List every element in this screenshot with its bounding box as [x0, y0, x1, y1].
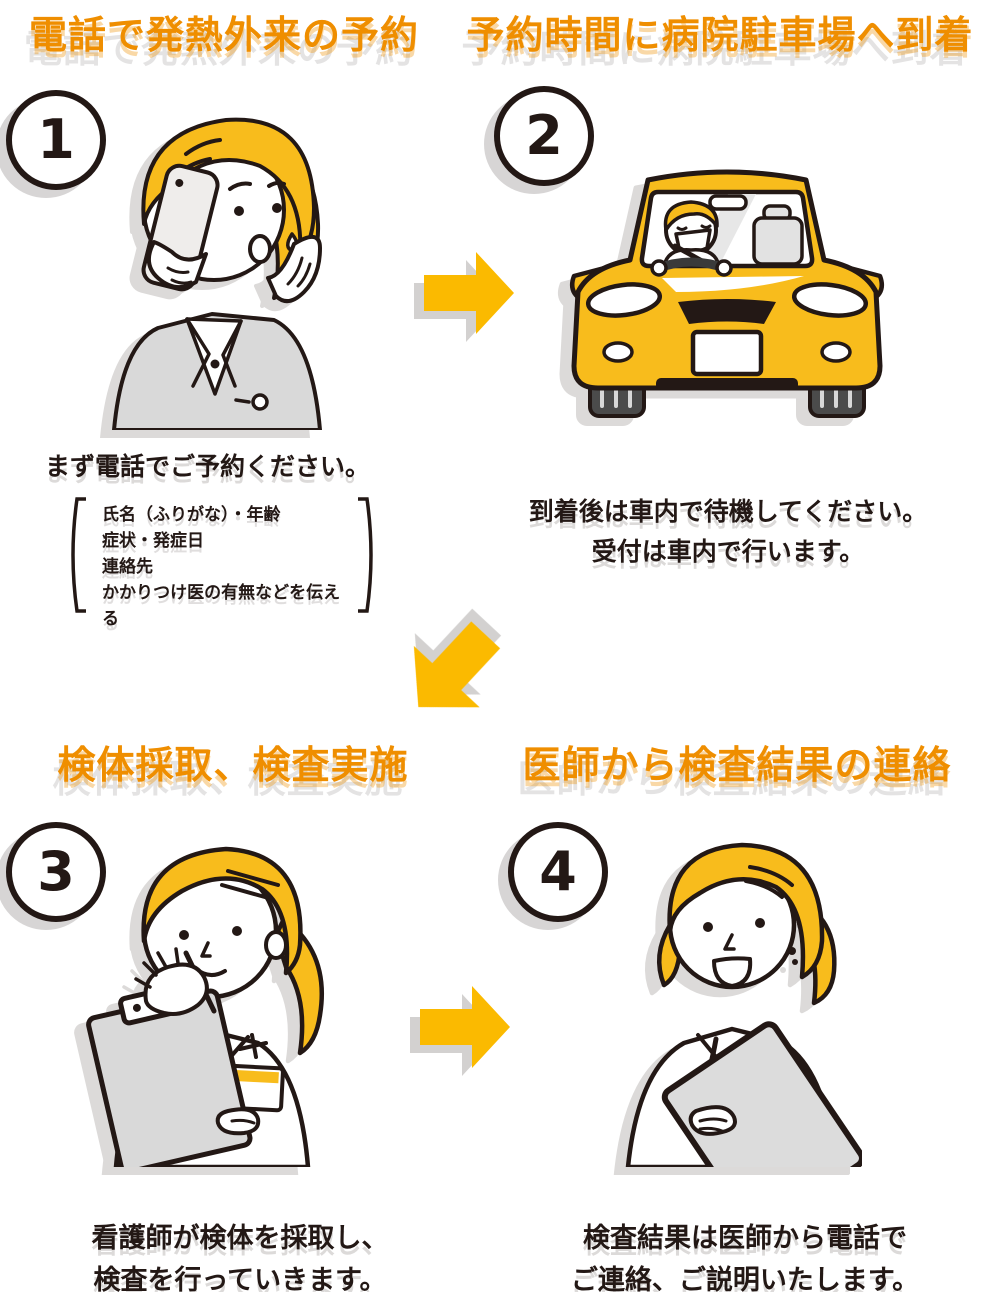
step-1-description: まず電話でご予約ください。: [45, 452, 371, 481]
step-2-title: 予約時間に病院駐車場へ到着: [466, 13, 974, 57]
step-4-title: 医師から検査結果の連絡: [522, 743, 952, 787]
step-2-description-line1: 到着後は車内で待機してください。: [528, 497, 928, 526]
step-2-number: 2: [525, 104, 563, 167]
step-3-description: 看護師が検体を採取し、 検査を行っていきます。: [50, 1218, 430, 1292]
woman-calling-icon: [112, 117, 322, 430]
step-3-number: 3: [37, 840, 75, 903]
list-item: 症状・発症日: [102, 531, 204, 551]
car-driver-icon: [570, 169, 884, 418]
right-arrow-icon: [420, 986, 510, 1068]
list-item: 連絡先: [102, 557, 153, 577]
step-3-description-line1: 看護師が検体を採取し、: [91, 1223, 389, 1254]
step-3-description-line2: 検査を行っていきます。: [93, 1265, 387, 1292]
step-2-description-line2: 受付は車内で行います。: [591, 537, 865, 566]
step-1-info-list: 氏名（ふりがな）・年齢 症状・発症日 連絡先 かかりつけ医の有無などを伝える: [66, 496, 378, 638]
nurse-clipboard-icon: [86, 846, 325, 1167]
step-4-description-line2: ご連絡、ご説明いたします。: [570, 1265, 920, 1292]
bracket-left-icon: [71, 497, 86, 613]
step-3-badge: 3: [6, 822, 106, 922]
list-item: 氏名（ふりがな）・年齢: [102, 505, 281, 525]
step-2-badge: 2: [494, 86, 594, 186]
step-4-badge: 4: [508, 822, 608, 922]
right-arrow-icon: [424, 252, 514, 334]
step-3-title: 検体採取、検査実施: [57, 743, 409, 787]
step-1-title: 電話で発熱外来の予約: [28, 13, 419, 57]
step-4-number: 4: [539, 840, 577, 903]
step-1-number: 1: [37, 108, 75, 171]
step-2-description: 到着後は車内で待機してください。 受付は車内で行います。: [488, 492, 968, 572]
step-1-badge: 1: [6, 90, 106, 190]
step-4-description: 検査結果は医師から電話で ご連絡、ご説明いたします。: [520, 1218, 970, 1292]
step-4-description-line1: 検査結果は医師から電話で: [583, 1223, 907, 1254]
bracket-right-icon: [358, 497, 373, 613]
down-left-arrow-icon: [413, 621, 501, 708]
doctor-clipboard-icon: [625, 842, 862, 1167]
list-item: かかりつけ医の有無などを伝える: [102, 583, 341, 629]
